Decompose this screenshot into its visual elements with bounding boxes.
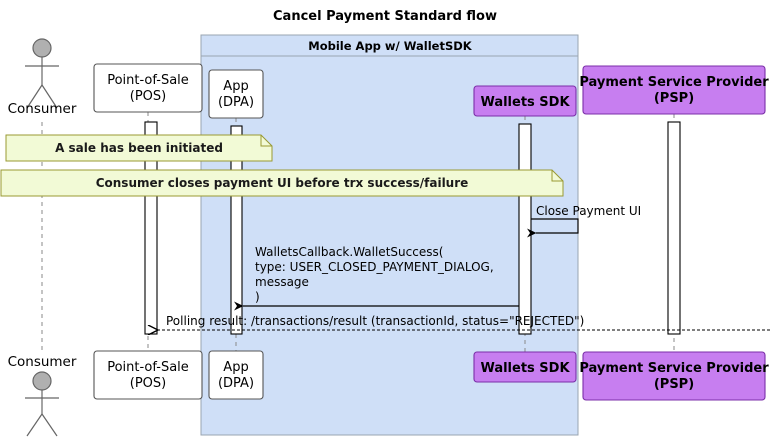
dpa-activation-bar bbox=[230, 125, 243, 335]
group-label: Mobile App w/ WalletSDK bbox=[308, 39, 473, 53]
group-header-band bbox=[200, 34, 579, 57]
actor-leg-left bbox=[26, 413, 43, 437]
actor-head-icon bbox=[32, 371, 52, 391]
participant-dpa-label-line1: App bbox=[223, 360, 248, 375]
participant-dpa-label-line2: (DPA) bbox=[218, 95, 254, 110]
participant-dpa-label-line1: App bbox=[223, 79, 248, 94]
participant-dpa-label-line2: (DPA) bbox=[218, 376, 254, 391]
participant-psp-label-line2: (PSP) bbox=[654, 91, 694, 106]
participant-wallets-box bbox=[473, 351, 577, 383]
actor-consumer-label-bottom: Consumer bbox=[8, 354, 77, 370]
participant-wallets-box bbox=[473, 85, 577, 117]
participant-pos-box bbox=[93, 350, 203, 400]
note-fold-icon bbox=[551, 170, 563, 182]
participant-wallets-top[interactable]: Wallets SDK bbox=[473, 85, 577, 117]
participant-pos-top[interactable]: Point-of-Sale (POS) bbox=[93, 63, 203, 113]
message-wallets-callback-line2: type: USER_CLOSED_PAYMENT_DIALOG, bbox=[255, 260, 494, 274]
participant-pos-bottom[interactable]: Point-of-Sale (POS) bbox=[93, 350, 203, 400]
note-sale-initiated-text: A sale has been initiated bbox=[55, 141, 223, 155]
message-wallets-callback[interactable]: WalletsCallback.WalletSuccess( type: USE… bbox=[234, 245, 519, 311]
participant-psp-label-line2: (PSP) bbox=[654, 377, 694, 392]
participant-pos-label-line2: (POS) bbox=[130, 376, 166, 391]
participant-dpa-bottom[interactable]: App (DPA) bbox=[208, 350, 264, 400]
participant-psp-top[interactable]: Payment Service Provider (PSP) bbox=[579, 65, 769, 115]
message-wallets-callback-line3: message bbox=[255, 275, 309, 289]
actor-leg-left bbox=[26, 84, 43, 109]
message-polling-result-label: Polling result: /transactions/result (tr… bbox=[166, 314, 584, 328]
actor-consumer-bottom[interactable]: Consumer bbox=[8, 354, 77, 437]
participant-wallets-label: Wallets SDK bbox=[480, 95, 570, 110]
participant-dpa-box bbox=[208, 350, 264, 400]
actor-leg-right bbox=[41, 413, 58, 437]
participant-pos-box bbox=[93, 63, 203, 113]
diagram-title: Cancel Payment Standard flow bbox=[273, 9, 497, 24]
participant-psp-box bbox=[582, 65, 766, 115]
participant-psp-label-line1: Payment Service Provider bbox=[579, 75, 769, 90]
participant-dpa-box bbox=[208, 69, 264, 119]
actor-leg-right bbox=[41, 84, 58, 109]
note-shape bbox=[5, 134, 273, 162]
psp-activation-bar bbox=[667, 121, 681, 335]
participant-dpa-top[interactable]: App (DPA) bbox=[208, 69, 264, 119]
note-sale-initiated: A sale has been initiated bbox=[5, 134, 273, 162]
participant-pos-label-line2: (POS) bbox=[130, 89, 166, 104]
note-fold-icon bbox=[260, 135, 272, 147]
actor-consumer-top[interactable]: Consumer bbox=[8, 38, 77, 117]
message-polling-result[interactable]: Polling result: /transactions/result (tr… bbox=[158, 314, 770, 330]
note-consumer-closes-text: Consumer closes payment UI before trx su… bbox=[96, 176, 469, 190]
message-close-payment-ui-arrow bbox=[527, 218, 579, 238]
note-shape bbox=[0, 169, 564, 197]
message-close-payment-ui-label: Close Payment UI bbox=[536, 204, 641, 218]
participant-psp-label-line1: Payment Service Provider bbox=[579, 361, 769, 376]
message-wallets-callback-line1: WalletsCallback.WalletSuccess( bbox=[255, 245, 443, 259]
participant-wallets-label: Wallets SDK bbox=[480, 361, 570, 376]
message-wallets-callback-line4: ) bbox=[255, 290, 260, 304]
note-consumer-closes: Consumer closes payment UI before trx su… bbox=[0, 169, 564, 197]
actor-consumer-label-top: Consumer bbox=[8, 101, 77, 117]
actor-head-icon bbox=[32, 38, 52, 58]
participant-wallets-bottom[interactable]: Wallets SDK bbox=[473, 351, 577, 383]
participant-pos-label-line1: Point-of-Sale bbox=[107, 73, 189, 88]
participant-psp-bottom[interactable]: Payment Service Provider (PSP) bbox=[579, 351, 769, 401]
message-close-payment-ui[interactable]: Close Payment UI bbox=[527, 204, 641, 238]
participant-psp-box bbox=[582, 351, 766, 401]
wallets-activation-bar bbox=[518, 123, 532, 335]
participant-pos-label-line1: Point-of-Sale bbox=[107, 360, 189, 375]
